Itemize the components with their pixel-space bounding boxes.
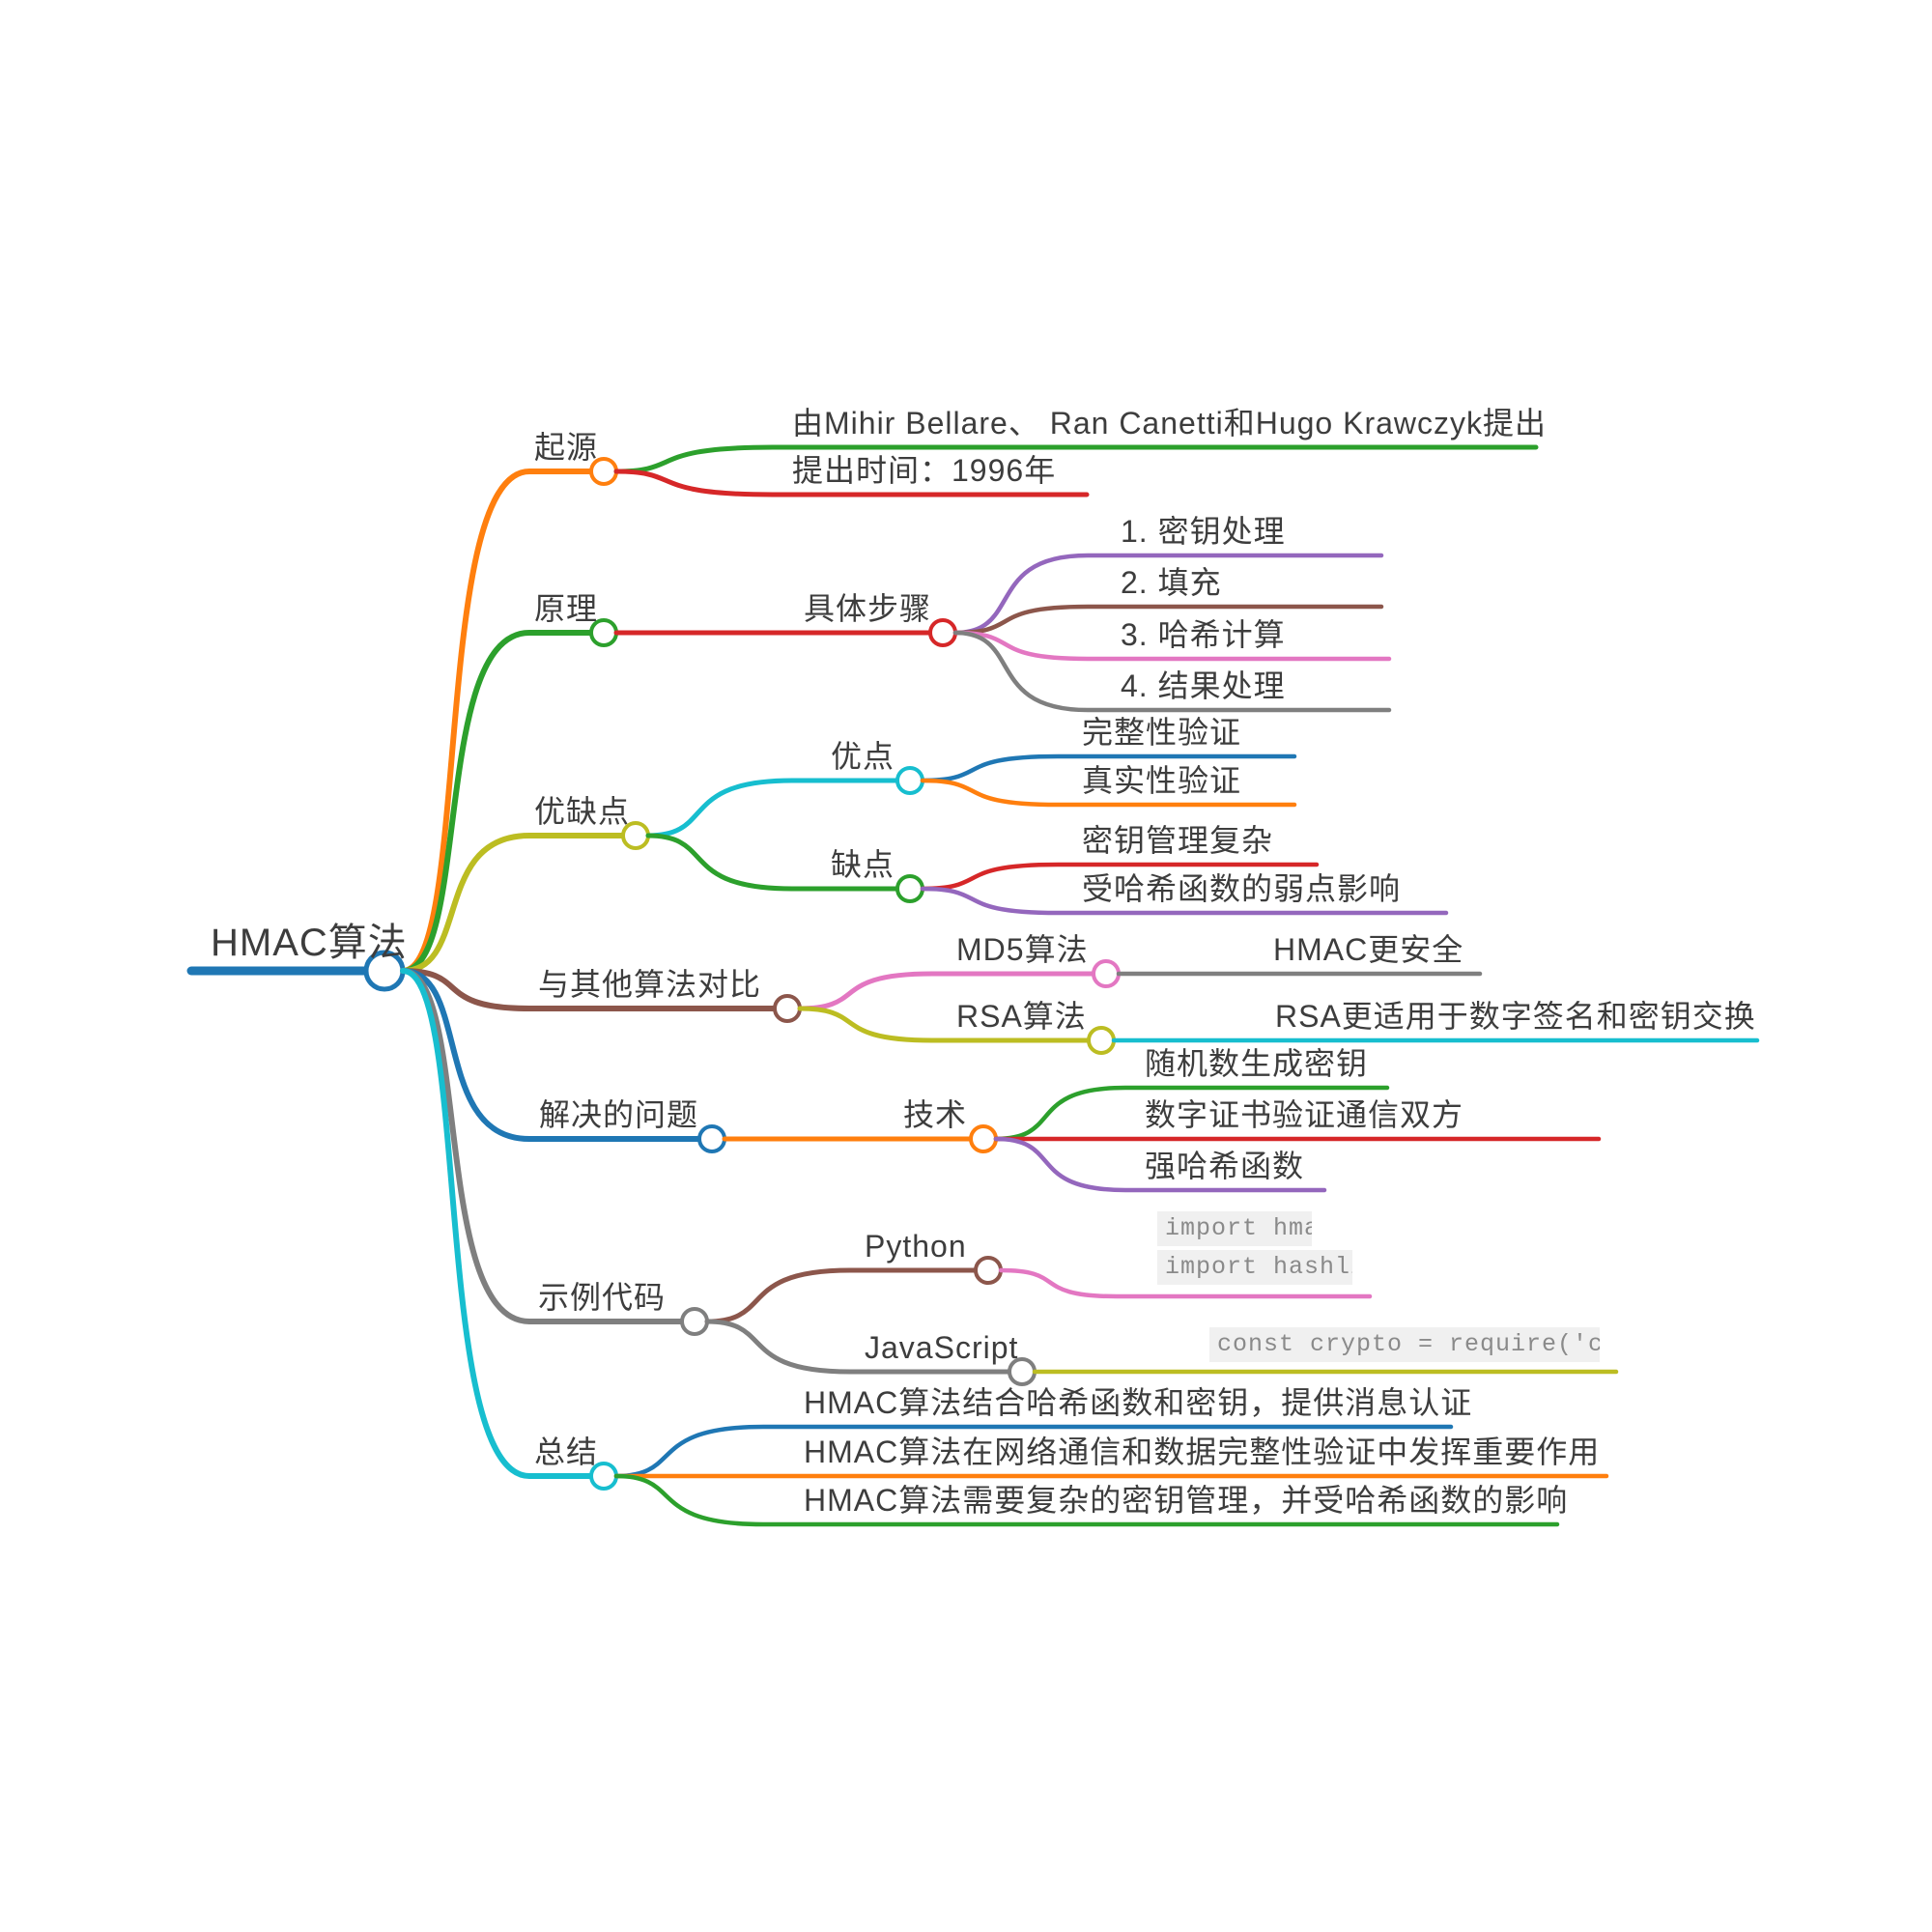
branch-link-javascript bbox=[704, 1319, 1011, 1375]
node-label-mihir-bellare-ran-canetti-hugo-krawczyk: 由Mihir Bellare、 Ran Canetti和Hugo Krawczy… bbox=[792, 406, 1548, 440]
branch-link-node bbox=[400, 469, 594, 974]
node-label-node: 起源 bbox=[534, 430, 599, 465]
node-label-python: Python bbox=[865, 1229, 967, 1264]
branch-link-node bbox=[400, 630, 594, 974]
branch-link-md5 bbox=[797, 971, 1095, 1011]
node-circle-md5[interactable] bbox=[1092, 959, 1121, 988]
branch-link-hmac bbox=[613, 1473, 1560, 1527]
node-label-node: 完整性验证 bbox=[1082, 715, 1242, 750]
branch-link-1 bbox=[952, 553, 1384, 636]
node-label-node: 与其他算法对比 bbox=[538, 967, 762, 1002]
branch-link-node bbox=[400, 968, 594, 1479]
node-circle-node[interactable] bbox=[680, 1307, 709, 1336]
branch-link-node bbox=[920, 753, 1297, 783]
node-label-node: 原理 bbox=[534, 591, 599, 626]
node-circle-rsa[interactable] bbox=[1087, 1026, 1116, 1055]
node-label-node: 数字证书验证通信双方 bbox=[1145, 1097, 1464, 1132]
branch-link-rsa bbox=[797, 1006, 1091, 1043]
node-label-node: 优点 bbox=[831, 739, 895, 774]
branch-link-node bbox=[920, 886, 1449, 916]
node-label-md5: MD5算法 bbox=[956, 932, 1089, 967]
node-circle-node[interactable] bbox=[969, 1124, 998, 1153]
node-label-node: 总结 bbox=[534, 1435, 599, 1469]
branch-link-node bbox=[645, 778, 899, 838]
node-label-1: 1. 密钥处理 bbox=[1121, 514, 1286, 549]
branch-link-node bbox=[920, 862, 1320, 892]
root-node-label-hmac: HMAC算法 bbox=[211, 922, 408, 964]
python-code-block-line-1: import hmac bbox=[1157, 1211, 1312, 1246]
branch-link-node bbox=[400, 968, 776, 1011]
branch-link-node bbox=[993, 1136, 1327, 1193]
node-label-node: 真实性验证 bbox=[1082, 763, 1242, 798]
node-circle-node[interactable] bbox=[697, 1124, 726, 1153]
branch-link-node bbox=[400, 833, 626, 974]
branch-link-python bbox=[704, 1267, 978, 1324]
branch-link-mihir-bellare-ran-canetti-hugo-krawczyk bbox=[613, 444, 1539, 474]
node-label-node: 缺点 bbox=[831, 847, 895, 882]
python-code-block-line-2: import hashlib bbox=[1157, 1250, 1352, 1285]
branch-link-hmac bbox=[613, 1424, 1454, 1479]
node-circle-node[interactable] bbox=[928, 618, 957, 647]
node-label-node: 解决的问题 bbox=[539, 1097, 699, 1132]
node-label-hmac: HMAC更安全 bbox=[1273, 932, 1464, 967]
node-label-2: 2. 填充 bbox=[1121, 565, 1222, 600]
branch-link-1996 bbox=[613, 469, 1090, 497]
node-circle-python[interactable] bbox=[974, 1256, 1003, 1285]
node-label-node: 密钥管理复杂 bbox=[1082, 823, 1274, 858]
node-label-node: 受哈希函数的弱点影响 bbox=[1082, 871, 1402, 906]
node-label-3: 3. 哈希计算 bbox=[1121, 617, 1286, 652]
branch-link-4 bbox=[952, 630, 1392, 713]
node-label-node: 技术 bbox=[903, 1097, 968, 1132]
node-label-rsa: RSA算法 bbox=[956, 999, 1087, 1034]
node-label-node: 优缺点 bbox=[534, 794, 631, 829]
branch-link-2 bbox=[952, 604, 1384, 636]
branch-link-3 bbox=[952, 630, 1392, 662]
branch-link-node bbox=[920, 778, 1297, 808]
branch-link-node bbox=[400, 968, 701, 1142]
node-label-node: 强哈希函数 bbox=[1145, 1149, 1305, 1183]
node-label-node: 具体步骤 bbox=[804, 591, 932, 626]
branch-link-python-code-block bbox=[998, 1267, 1373, 1299]
node-label-node: 随机数生成密钥 bbox=[1145, 1046, 1369, 1081]
node-label-node: 示例代码 bbox=[538, 1280, 667, 1315]
branch-link-node bbox=[993, 1085, 1390, 1142]
node-label-hmac: HMAC算法结合哈希函数和密钥，提供消息认证 bbox=[804, 1385, 1473, 1420]
node-label-rsa: RSA更适用于数字签名和密钥交换 bbox=[1275, 999, 1756, 1034]
node-label-javascript: JavaScript bbox=[865, 1330, 1019, 1365]
node-circle-node[interactable] bbox=[895, 766, 924, 795]
javascript-code-block-line-1: const crypto = require('crypto bbox=[1209, 1327, 1600, 1362]
branch-link-node bbox=[645, 833, 899, 892]
node-circle-node[interactable] bbox=[773, 994, 802, 1023]
node-label-4: 4. 结果处理 bbox=[1121, 668, 1286, 703]
node-label-hmac: HMAC算法在网络通信和数据完整性验证中发挥重要作用 bbox=[804, 1435, 1601, 1469]
node-label-hmac: HMAC算法需要复杂的密钥管理，并受哈希函数的影响 bbox=[804, 1483, 1569, 1518]
node-circle-node[interactable] bbox=[895, 874, 924, 903]
node-label-1996: 提出时间：1996年 bbox=[792, 453, 1057, 488]
